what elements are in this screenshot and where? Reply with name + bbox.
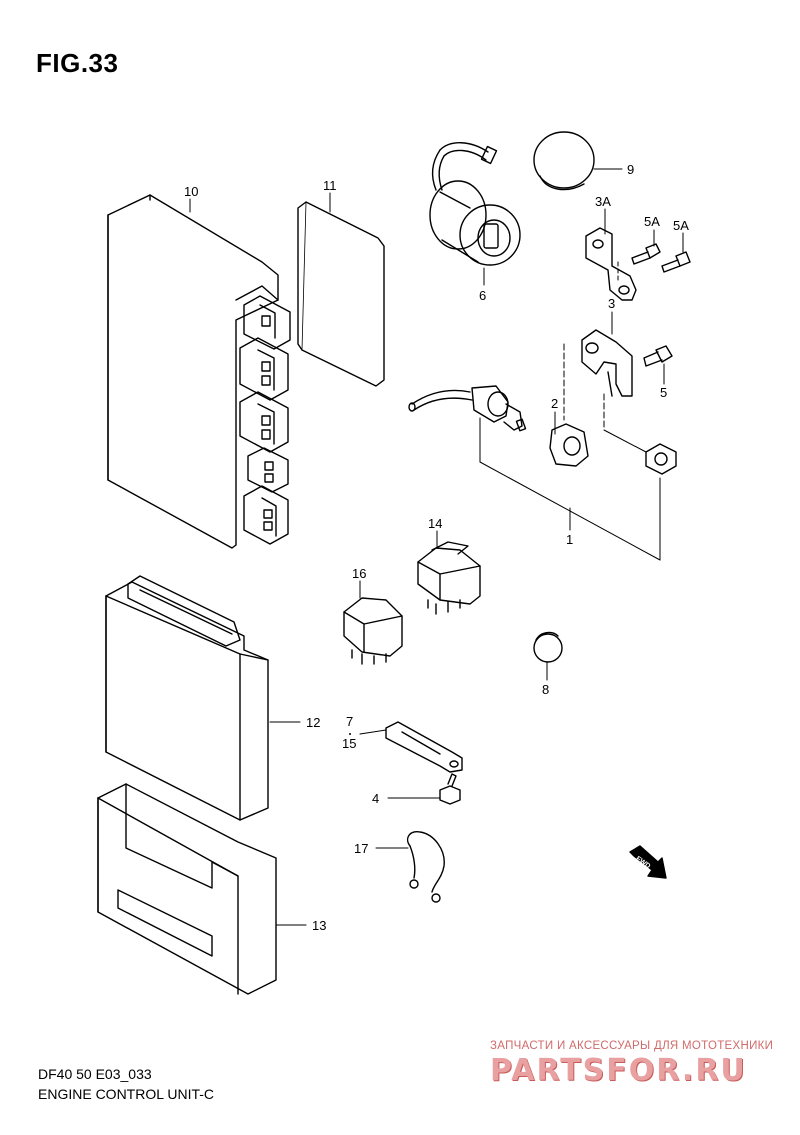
callout-14: 14 — [428, 516, 442, 531]
callout-5a-2: 5A — [673, 218, 689, 233]
part-14-relay — [417, 541, 481, 615]
part-13-case — [97, 783, 277, 995]
callout-4: 4 — [372, 791, 379, 806]
callout-3: 3 — [608, 296, 615, 311]
callout-13: 13 — [312, 918, 326, 933]
callout-11: 11 — [323, 178, 337, 193]
callout-5: 5 — [660, 385, 667, 400]
model-code: DF40 50 E03_033 — [38, 1066, 152, 1082]
connector-b — [239, 337, 289, 401]
callout-15: 15 — [342, 736, 356, 751]
callout-dot — [349, 733, 351, 735]
watermark: ЗАПЧАСТИ И АКСЕССУАРЫ ДЛЯ МОТОТЕХНИКИ PA… — [490, 1040, 790, 1088]
part-7-strap — [385, 721, 463, 773]
part-3-bracket — [581, 329, 633, 397]
callout-8: 8 — [542, 682, 549, 697]
connector-a — [243, 295, 291, 350]
sensor-assembly — [408, 385, 527, 432]
callout-12: 12 — [306, 715, 320, 730]
fwd-arrow — [629, 845, 667, 879]
callout-16: 16 — [352, 566, 366, 581]
figure-title: FIG.33 — [36, 48, 119, 78]
part-4-bolt — [439, 773, 461, 805]
watermark-logo: PARTSFOR.RU — [490, 1053, 747, 1088]
callout-9: 9 — [627, 162, 634, 177]
nut — [645, 443, 677, 475]
part-11-pad — [297, 201, 385, 387]
part-12-ecu — [105, 575, 269, 821]
callout-6: 6 — [479, 288, 486, 303]
part-5a-bolt-2 — [661, 251, 691, 273]
part-5a-bolt-1 — [631, 243, 661, 265]
callout-3a: 3A — [595, 194, 611, 209]
part-8-grommet — [533, 631, 563, 663]
callout-17: 17 — [354, 841, 368, 856]
part-6-switch — [429, 142, 521, 266]
leader-lines — [189, 168, 684, 926]
callout-1: 1 — [566, 532, 573, 547]
connector-c — [239, 391, 289, 453]
part-16-relay — [343, 597, 403, 665]
part-5-bolt — [643, 345, 673, 367]
callout-5a-1: 5A — [644, 214, 660, 229]
callout-10: 10 — [184, 184, 198, 199]
callout-7: 7 — [346, 714, 353, 729]
part-10-control-unit — [107, 194, 291, 549]
part-2-clip — [549, 423, 589, 467]
part-17-clamp — [406, 831, 445, 903]
part-3a-bracket — [585, 227, 637, 301]
callout-2: 2 — [551, 396, 558, 411]
part-9-cap — [533, 131, 595, 191]
diagram-name: ENGINE CONTROL UNIT-C — [38, 1086, 215, 1102]
watermark-text: ЗАПЧАСТИ И АКСЕССУАРЫ ДЛЯ МОТОТЕХНИКИ — [490, 1040, 774, 1052]
connector-d — [247, 447, 289, 493]
connector-e — [243, 485, 289, 545]
